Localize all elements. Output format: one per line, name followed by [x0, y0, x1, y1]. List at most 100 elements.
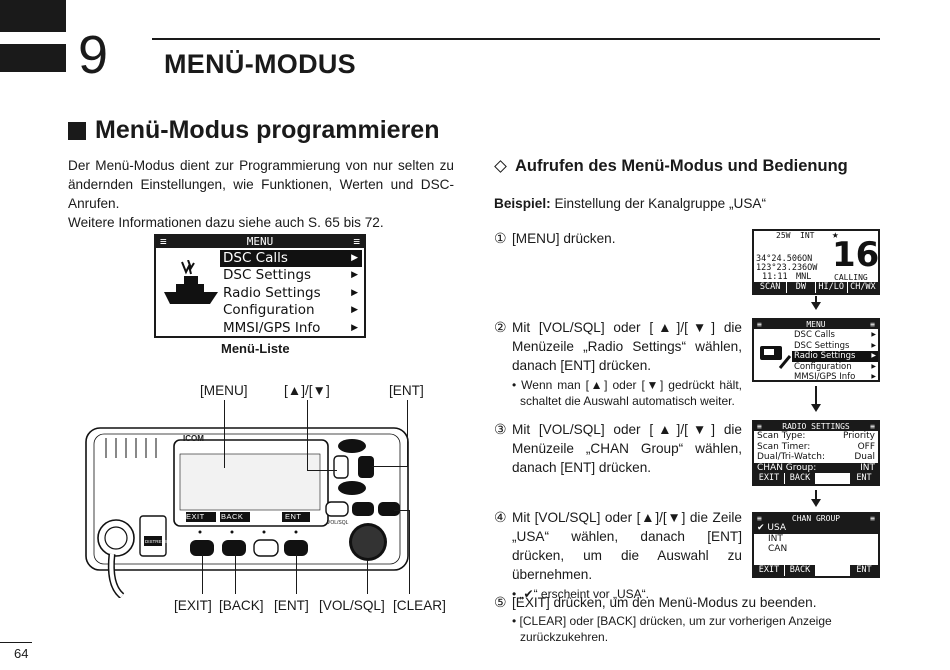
callout-line-updown	[307, 470, 337, 471]
lcd1-key-dw[interactable]: DW	[787, 282, 815, 293]
lcd1-star-icon: ★	[832, 229, 839, 241]
label-clear: [CLEAR]	[393, 598, 446, 613]
step-2: ② Mit [VOL/SQL] oder [▲]/[▼] die Menüzei…	[494, 319, 742, 408]
menu-item-dsc-settings[interactable]: DSC Settings▶	[223, 267, 358, 283]
lcd4-row[interactable]: INT	[768, 533, 783, 544]
lcd3-row[interactable]: Scan Timer:OFF	[757, 441, 875, 452]
menu-list-caption: Menü-Liste	[221, 341, 290, 356]
step-5: ⑤ [EXIT] drücken, um den Menü-Modus zu b…	[494, 594, 832, 644]
lcd1-channel: 16	[832, 235, 880, 275]
label-vol-sql: [VOL/SQL]	[319, 598, 385, 613]
lcd-main-display: 25W INT ★ 34°24.506ON 123°23.236OW 11:11…	[752, 229, 880, 295]
callout-line-clear	[394, 510, 410, 511]
lcd2-item[interactable]: MMSI/GPS Info▶	[794, 372, 876, 382]
callout-line-ent	[407, 400, 408, 466]
radio-wrench-icon	[760, 346, 792, 370]
chapter-tab-block	[0, 0, 66, 32]
lcd3-key-ent[interactable]: ENT	[850, 473, 878, 484]
lcd3-row[interactable]: Dual/Tri-Watch:Dual	[757, 452, 875, 462]
arrow-down-icon	[811, 302, 821, 310]
header-rule	[152, 38, 880, 40]
lcd1-key-scan[interactable]: SCAN	[754, 282, 787, 293]
lcd2-item-selected[interactable]: Radio Settings▶	[792, 351, 878, 362]
arrow-down-icon	[811, 499, 821, 507]
callout-line-back	[235, 554, 236, 594]
lcd4-row[interactable]: CAN	[768, 544, 788, 554]
example-line: Beispiel: Einstellung der Kanalgruppe „U…	[494, 196, 767, 211]
menu-item-radio-settings[interactable]: Radio Settings▶	[223, 284, 358, 301]
lcd-radio-settings: ≡RADIO SETTINGS≡ Scan Type:Priority Scan…	[752, 420, 880, 486]
square-bullet-icon	[68, 121, 86, 140]
chapter-tab-block	[0, 44, 66, 72]
radio-softkey-ent[interactable]: ENT	[285, 512, 302, 521]
label-up-down: [▲]/[▼]	[284, 383, 330, 398]
lcd1-lat: 34°24.506ON	[756, 254, 813, 264]
lcd1-key-hilo[interactable]: HI/LO	[815, 282, 847, 293]
menu-list-screen: ≡ MENU ≡ DSC Calls▶ DSC Settings▶ Radio …	[154, 234, 366, 338]
step-1: ① [MENU] drücken.	[494, 230, 616, 246]
lcd1-lon: 123°23.236OW	[756, 263, 818, 273]
label-exit: [EXIT]	[174, 598, 212, 613]
page-number: 64	[14, 646, 29, 661]
step-3: ③ Mit [VOL/SQL] oder [▲]/[▼] die Menüzei…	[494, 421, 742, 475]
intro-text: Der Menü-Modus dient zur Programmierung …	[68, 158, 454, 230]
lcd2-item[interactable]: DSC Calls▶	[794, 330, 876, 340]
lcd1-int: INT	[800, 231, 815, 240]
arrow-down-icon	[811, 404, 821, 412]
lcd3-key-back[interactable]: BACK	[785, 473, 815, 484]
lcd2-item[interactable]: Configuration▶	[794, 361, 876, 372]
radio-vol-label: VOL/SQL	[327, 520, 349, 526]
radio-softkey-exit[interactable]: EXIT	[186, 512, 205, 521]
label-ent: [ENT]	[274, 598, 309, 613]
lcd1-calling: CALLING	[834, 273, 868, 282]
step-4: ④ Mit [VOL/SQL] oder [▲]/[▼] die Zeile „…	[494, 509, 742, 601]
label-menu: [MENU]	[200, 383, 248, 398]
lcd4-key-ent[interactable]: ENT	[850, 565, 878, 576]
callout-line-ent-bottom	[296, 554, 297, 594]
lcd3-titlebar: ≡RADIO SETTINGS≡	[754, 422, 878, 431]
lcd1-key-chwx[interactable]: CH/WX	[847, 282, 878, 293]
lcd1-time: 11:11	[762, 272, 788, 282]
lcd1-softkeys: SCAN DW HI/LO CH/WX	[754, 282, 878, 293]
lcd3-key-exit[interactable]: EXIT	[754, 473, 784, 484]
footer-rule	[0, 642, 32, 643]
lcd4-key-back[interactable]: BACK	[785, 565, 815, 576]
callout-line-exit	[202, 554, 203, 594]
lcd2-titlebar: ≡MENU≡	[754, 320, 878, 329]
menu-screen-titlebar: ≡ MENU ≡	[156, 236, 364, 248]
lcd1-mnl: MNL	[796, 272, 812, 282]
procedure-title: Aufrufen des Menü-Modus und Bedienung	[494, 157, 848, 176]
radio-softkey-back[interactable]: BACK	[221, 512, 244, 521]
lcd-menu: ≡MENU≡ DSC Calls▶ DSC Settings▶ Radio Se…	[752, 318, 880, 382]
menu-items: DSC Calls▶ DSC Settings▶ Radio Settings▶…	[220, 250, 362, 336]
callout-line-updown	[307, 400, 308, 470]
diamond-bullet-icon	[494, 160, 507, 173]
lcd3-softkeys: EXIT BACK ENT	[754, 473, 878, 484]
lcd4-row-selected[interactable]: ✔ USA	[754, 523, 878, 534]
flow-arrow	[815, 386, 817, 404]
lcd3-row[interactable]: Scan Type:Priority	[757, 431, 875, 441]
radio-brand-logo: ICOM	[183, 434, 204, 443]
callout-line-volsql	[367, 560, 368, 594]
radio-illustration	[85, 427, 409, 598]
chapter-title: MENÜ-MODUS	[164, 49, 356, 79]
lcd4-key-exit[interactable]: EXIT	[754, 565, 784, 576]
radio-distress-label: DISTRESS	[145, 539, 168, 544]
lcd4-titlebar: ≡CHAN GROUP≡	[754, 514, 878, 523]
chapter-number: 9	[78, 25, 109, 85]
lcd2-item[interactable]: DSC Settings▶	[794, 340, 876, 351]
flow-arrow	[815, 490, 817, 500]
callout-line-clear	[409, 510, 410, 594]
section-title: Menü-Modus programmieren	[68, 116, 439, 145]
flow-arrow	[815, 296, 817, 302]
ship-icon	[164, 260, 218, 304]
label-ent-top: [ENT]	[389, 383, 424, 398]
menu-item-configuration[interactable]: Configuration▶	[223, 302, 358, 318]
menu-item-mmsi-gps-info[interactable]: MMSI/GPS Info▶	[223, 319, 358, 336]
lcd3-row-selected[interactable]: CHAN Group:INT	[754, 462, 878, 473]
lcd-chan-group: ≡CHAN GROUP≡ ✔ USA INT CAN EXIT BACK ENT	[752, 512, 880, 578]
lcd1-power: 25W	[776, 231, 791, 240]
lcd4-softkeys: EXIT BACK ENT	[754, 565, 878, 576]
label-back: [BACK]	[219, 598, 264, 613]
menu-item-dsc-calls[interactable]: DSC Calls▶	[220, 250, 362, 267]
